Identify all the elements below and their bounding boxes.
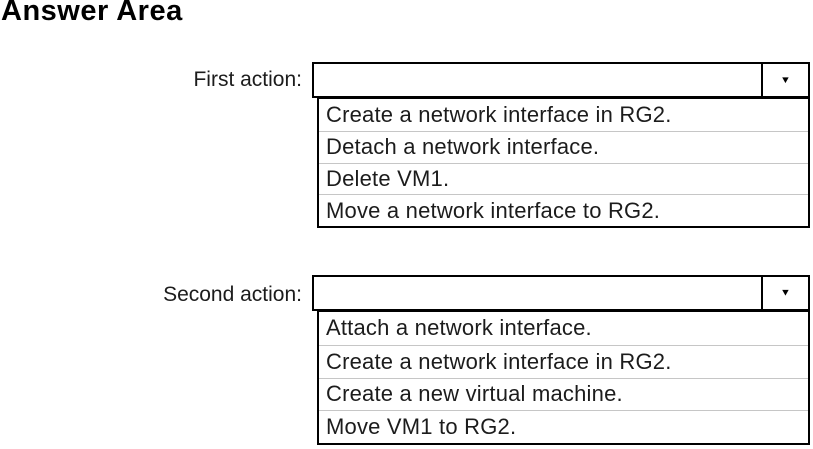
chevron-down-icon: ▼ [780, 74, 791, 85]
second-action-dropdown-arrow-button[interactable]: ▼ [761, 277, 808, 309]
option-item[interactable]: Create a network interface in RG2. [326, 101, 672, 127]
option-item[interactable]: Move VM1 to RG2. [319, 410, 808, 443]
second-action-options-list: Attach a network interface. Create a net… [317, 310, 810, 445]
option-item[interactable]: Create a network interface in RG2. [319, 344, 808, 378]
option-item[interactable]: Move a network interface to RG2. [319, 194, 808, 226]
first-action-label: First action: [193, 68, 302, 91]
chevron-down-icon: ▼ [780, 287, 791, 298]
option-item[interactable]: Detach a network interface. [319, 130, 808, 163]
first-action-dropdown[interactable]: ▼ [312, 62, 810, 98]
option-item[interactable]: Create a new virtual machine. [319, 377, 808, 411]
second-action-dropdown-value [314, 277, 761, 309]
second-action-label: Second action: [163, 283, 302, 306]
option-item[interactable]: Delete VM1. [319, 162, 808, 195]
option-item[interactable]: Attach a network interface. [326, 315, 592, 341]
page-title: Answer Area [1, 0, 183, 27]
first-action-dropdown-arrow-button[interactable]: ▼ [761, 64, 808, 96]
first-action-dropdown-value [314, 64, 761, 96]
first-action-options-list: Create a network interface in RG2. Detac… [317, 97, 810, 228]
second-action-dropdown[interactable]: ▼ [312, 275, 810, 311]
